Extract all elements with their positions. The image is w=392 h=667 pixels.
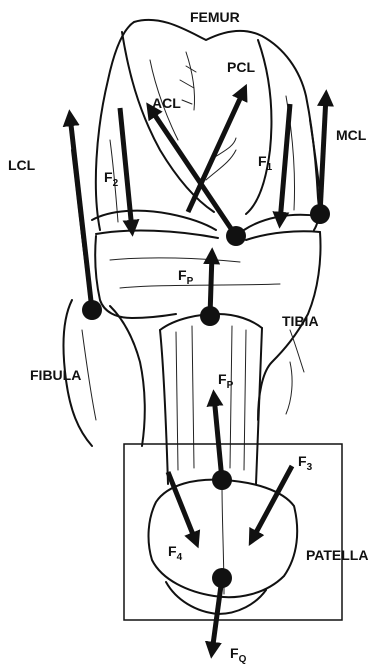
fibula-label: FIBULA	[30, 367, 81, 383]
fq-force-arrow	[212, 578, 222, 652]
f1-label: F1	[258, 153, 273, 173]
f3-force-arrow	[252, 466, 292, 540]
mcl-attachment-point	[310, 204, 330, 224]
acl-label: ACL	[152, 95, 181, 111]
pcl-label: PCL	[227, 59, 255, 75]
mcl-label: MCL	[336, 127, 367, 143]
lcl-attachment-point	[82, 300, 102, 320]
femur-label: FEMUR	[190, 9, 240, 25]
patella-label: PATELLA	[306, 547, 368, 563]
attachment-points	[82, 204, 330, 588]
f3-label: F3	[298, 453, 313, 473]
acl-force-arrow	[150, 108, 236, 236]
lcl-force-arrow	[70, 116, 92, 310]
lcl-label: LCL	[8, 157, 36, 173]
tibial-tuberosity-point	[200, 306, 220, 326]
f1-force-arrow	[280, 104, 290, 222]
acl-attachment-point	[226, 226, 246, 246]
patella-upper-point	[212, 470, 232, 490]
mcl-force-arrow	[320, 96, 326, 214]
fp-lower-force-arrow	[214, 396, 222, 480]
f4-label: F4	[168, 543, 183, 563]
f2-label: F2	[104, 169, 119, 189]
fq-label: FQ	[230, 645, 247, 665]
patella-lower-point	[212, 568, 232, 588]
tibia-label: TIBIA	[282, 313, 319, 329]
menisci	[92, 211, 320, 240]
fp-upper-label: FP	[178, 267, 194, 287]
patellar-tendon	[160, 314, 262, 484]
